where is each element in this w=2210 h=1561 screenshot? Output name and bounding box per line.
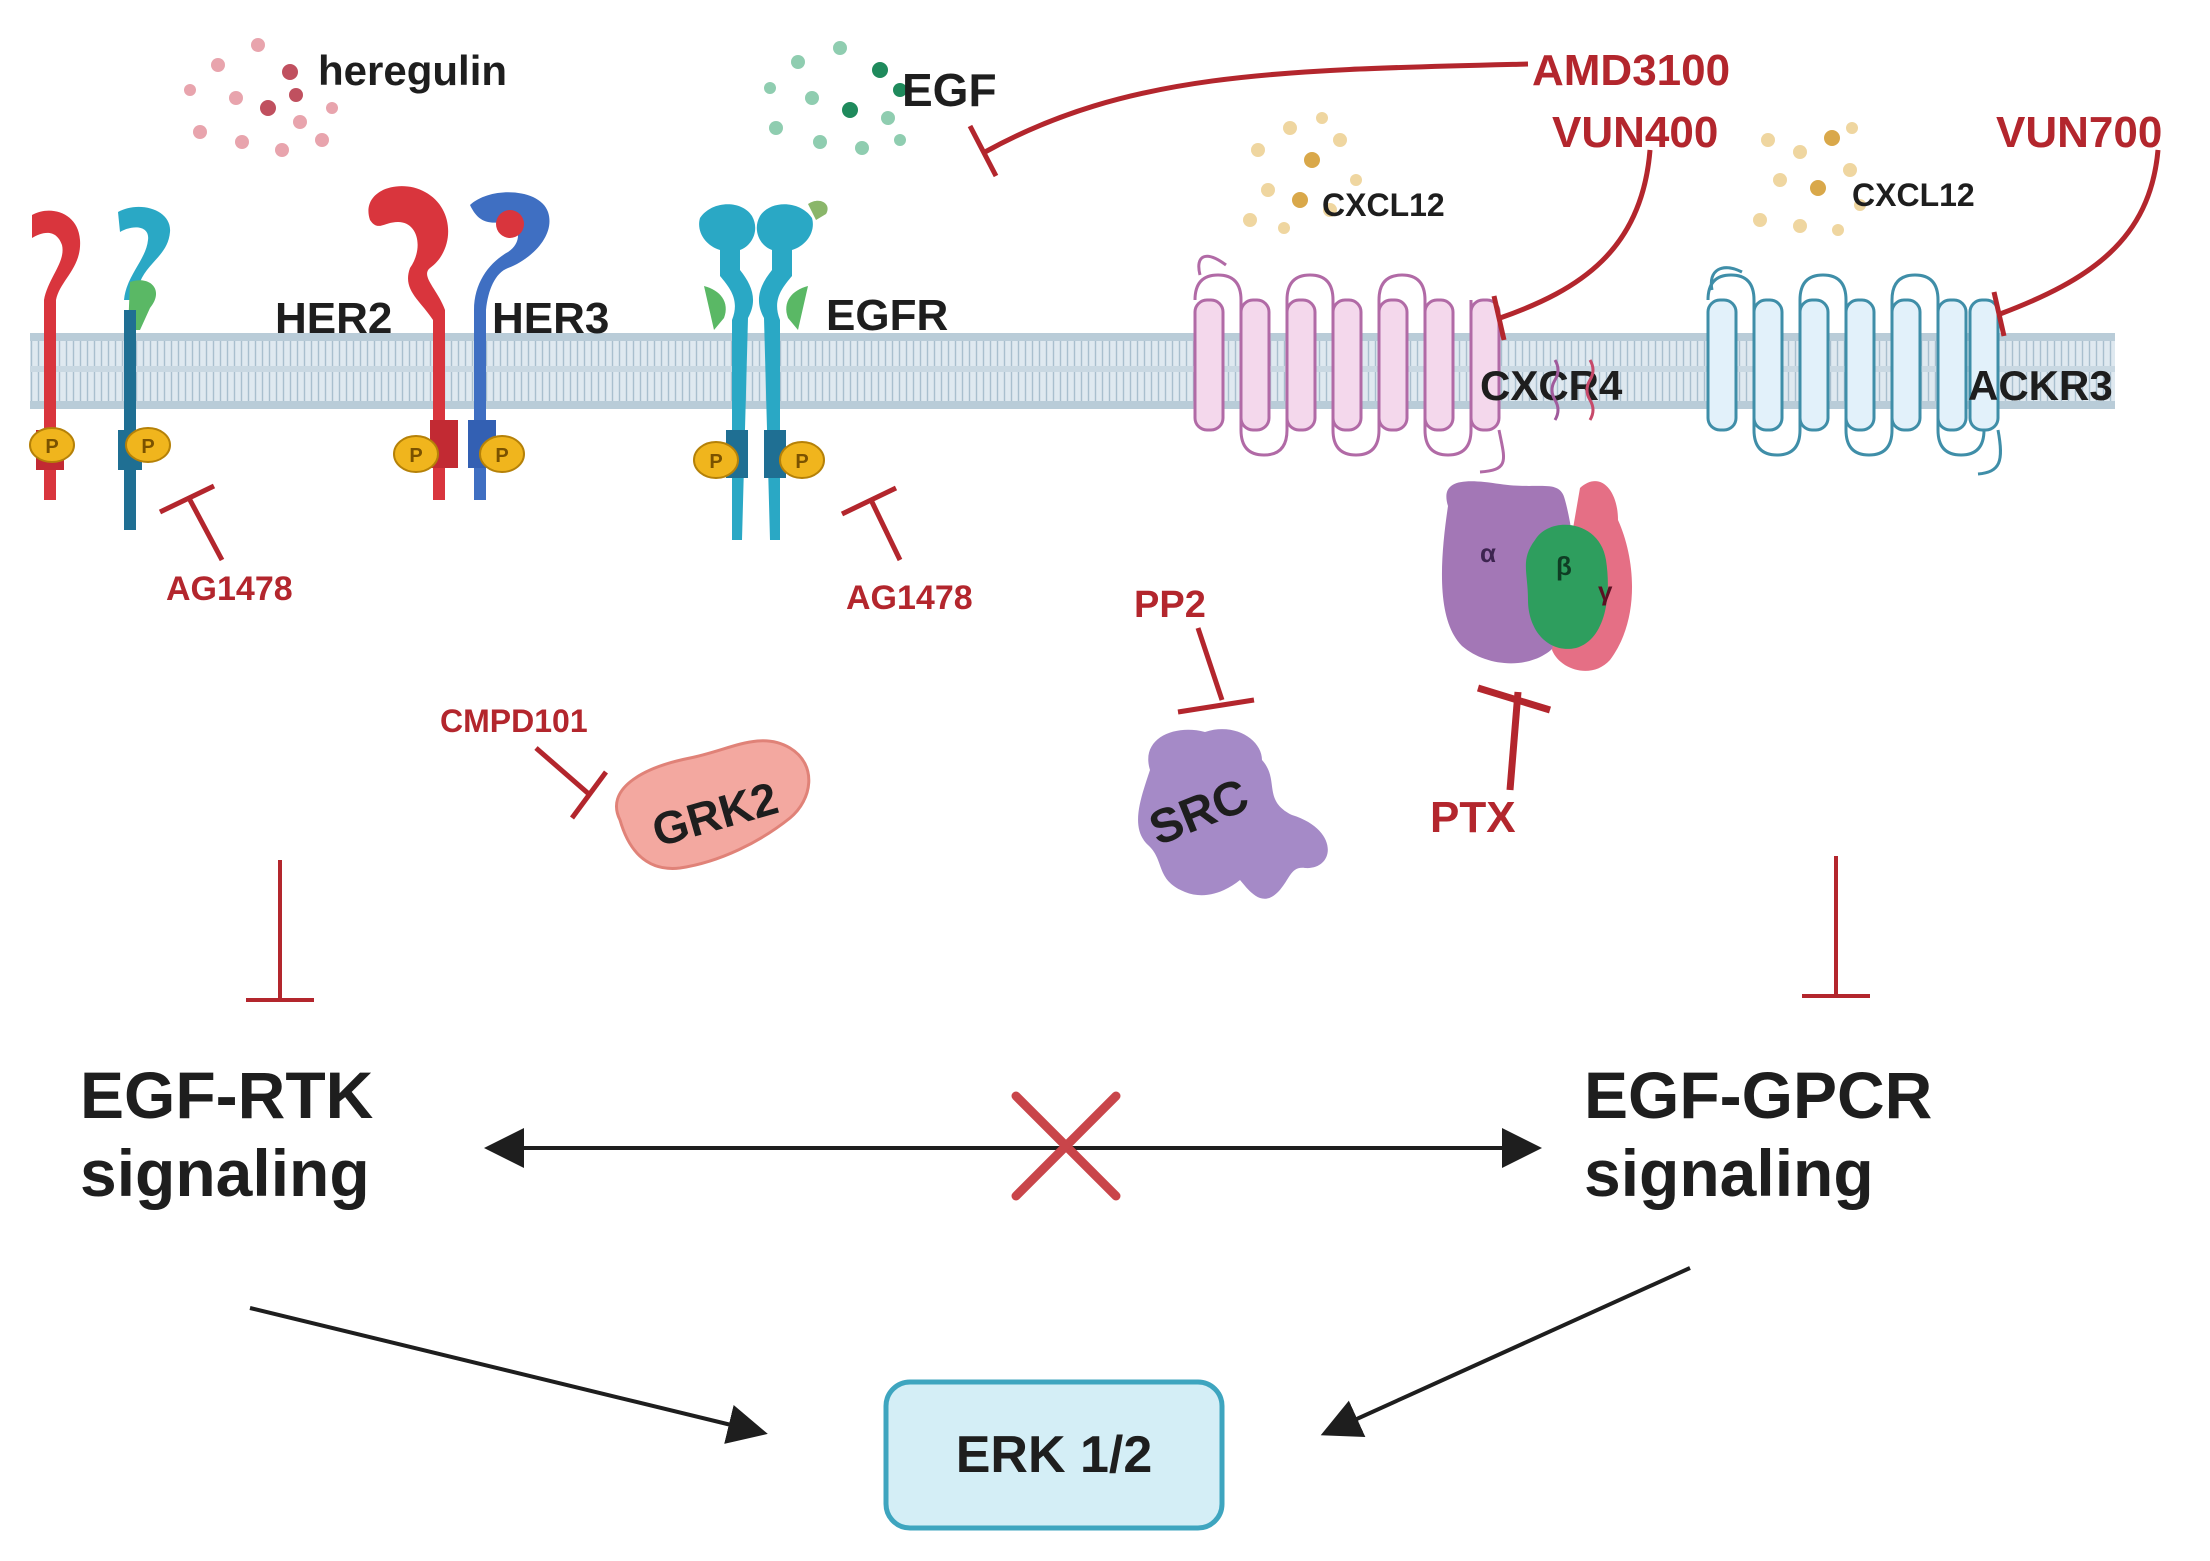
- rtk-pair-left: P P: [29, 206, 171, 530]
- inhibitor-ag1478-right-tbar: [840, 485, 903, 562]
- amd3100-label: AMD3100: [1532, 46, 1730, 95]
- gpcr-pathway-inhibition: [1802, 856, 1870, 998]
- inhibitor-amd3100-path: [967, 61, 1529, 178]
- pp2-label: PP2: [1134, 584, 1206, 626]
- rtk-pathway-inhibition: [246, 860, 314, 1002]
- inhibitor-vun400-path: [1491, 149, 1653, 341]
- no-crosstalk-x-icon: [1011, 1091, 1121, 1201]
- inhibitor-ptx-tbar: [1476, 684, 1552, 791]
- ag1478-left-label: AG1478: [166, 570, 293, 608]
- phospho-label: P: [45, 436, 58, 458]
- egf-rtk-signaling-line2: signaling: [80, 1136, 370, 1210]
- heregulin-label: heregulin: [318, 47, 507, 94]
- her3-label: HER3: [492, 294, 609, 343]
- ptx-label: PTX: [1430, 793, 1516, 842]
- src-protein: [1138, 729, 1328, 899]
- inhibitor-pp2-tbar: [1177, 627, 1255, 715]
- g-alpha-label: α: [1480, 538, 1496, 568]
- rtk-to-erk-arrow: [249, 1306, 768, 1444]
- g-gamma-label: γ: [1598, 576, 1613, 606]
- cmpd101-label: CMPD101: [440, 703, 588, 739]
- egfr-dimer: P P: [693, 200, 828, 541]
- cxcl12-particles-left: [1243, 112, 1362, 234]
- gpcr-to-erk-arrow: [1320, 1266, 1691, 1438]
- phospho-label: P: [409, 445, 422, 467]
- vun400-label: VUN400: [1552, 108, 1718, 157]
- cxcl12-right-label: CXCL12: [1852, 177, 1975, 213]
- egfr-label: EGFR: [826, 291, 948, 340]
- g-beta-label: β: [1556, 551, 1572, 581]
- egf-rtk-signaling-line1: EGF-RTK: [80, 1058, 374, 1132]
- cxcr4-receptor: [1193, 254, 1505, 474]
- egf-gpcr-signaling-line2: signaling: [1584, 1136, 1874, 1210]
- phospho-label: P: [709, 451, 722, 473]
- ackr3-receptor: [1706, 266, 2002, 476]
- phospho-label: P: [795, 451, 808, 473]
- inhibitor-cmpd101-tbar: [534, 746, 609, 820]
- her2-her3-dimer: P P: [368, 186, 550, 501]
- erk-label: ERK 1/2: [956, 1426, 1153, 1484]
- g-protein-heterotrimer: α β γ: [1441, 359, 1633, 671]
- phospho-label: P: [495, 445, 508, 467]
- cxcl12-particles-right: [1753, 122, 1866, 236]
- inhibitor-vun700-path: [1991, 149, 2161, 337]
- ag1478-right-label: AG1478: [846, 579, 973, 617]
- phospho-label: P: [141, 436, 154, 458]
- erk-box: [883, 1379, 1225, 1531]
- inhibitor-ag1478-left-tbar: [158, 483, 225, 562]
- cxcl12-left-label: CXCL12: [1322, 187, 1445, 223]
- egf-gpcr-signaling-line1: EGF-GPCR: [1584, 1058, 1932, 1132]
- egf-label: EGF: [902, 64, 997, 116]
- vun700-label: VUN700: [1996, 108, 2162, 157]
- egf-particles: [764, 41, 907, 155]
- her2-label: HER2: [275, 294, 392, 343]
- ackr3-label: ACKR3: [1968, 362, 2113, 409]
- heregulin-particles: [184, 38, 338, 157]
- grk2-protein: [615, 739, 811, 870]
